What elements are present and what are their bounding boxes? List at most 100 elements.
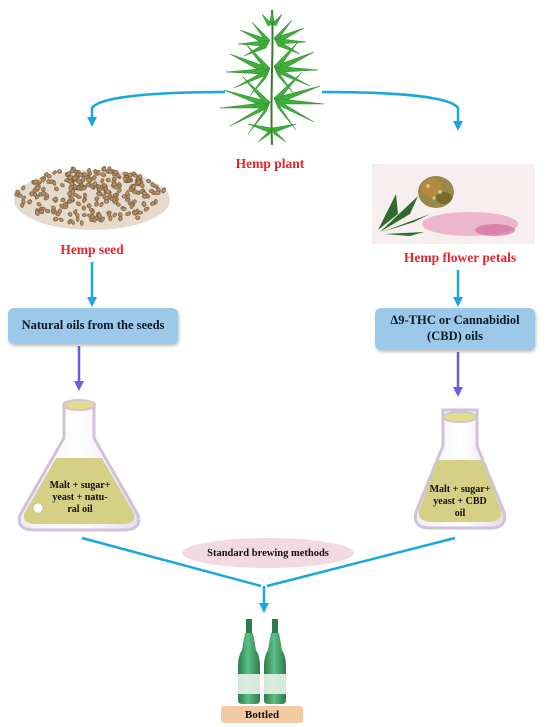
hemp-seed [146, 178, 152, 184]
flask-text-line: oil [454, 508, 466, 519]
hemp-seed [94, 196, 100, 202]
hemp-seed [137, 174, 143, 180]
hemp-seed [125, 211, 131, 217]
hemp-seed [154, 190, 161, 195]
hemp-seed [67, 211, 73, 217]
hemp-seed [92, 217, 97, 223]
hemp-seed [57, 169, 62, 174]
hemp-seed [44, 208, 51, 214]
hemp-seed [105, 177, 111, 183]
seed-oil-box: Natural oils from the seeds [8, 308, 178, 344]
hemp-seed [75, 194, 82, 199]
brewing-process-label: Standard brewing methods [182, 538, 354, 568]
hemp-seed [75, 201, 82, 207]
hemp-seed [81, 205, 87, 211]
hemp-seed [121, 206, 127, 211]
hemp-seed [29, 191, 34, 197]
hemp-flower-label: Hemp flower petals [403, 250, 517, 265]
arrow-flask-right-to-bottles [266, 536, 456, 588]
hemp-seed [141, 201, 147, 208]
hemp-seed [82, 172, 88, 177]
arrow-plant-to-seed [87, 90, 226, 127]
hemp-seed [77, 172, 83, 177]
hemp-seed [96, 192, 103, 197]
hemp-seed [72, 175, 78, 181]
hemp-seed [52, 180, 57, 186]
hemp-seed [55, 211, 61, 217]
hemp-seed [82, 213, 87, 217]
hemp-seed [108, 215, 113, 222]
hemp-seed [125, 190, 130, 197]
hemp-seed [86, 182, 91, 188]
flask-text-line: Malt + sugar+ [429, 484, 491, 495]
hemp-seed [118, 216, 123, 222]
bottle-icon [264, 619, 286, 704]
flask-icon [17, 399, 141, 532]
hemp-seed [115, 173, 121, 179]
hemp-seed [79, 220, 84, 226]
hemp-seed [91, 181, 98, 187]
hemp-seed [46, 174, 52, 179]
hemp-seed [100, 178, 105, 184]
hemp-seed [69, 168, 75, 174]
hemp-seed [46, 179, 51, 185]
hemp-seed [122, 176, 128, 181]
hemp-seed [115, 202, 121, 207]
hemp-seed [87, 167, 91, 174]
hemp-seed [44, 192, 50, 198]
hemp-seed [60, 197, 66, 203]
hemp-seed [139, 182, 145, 188]
hemp-seed [27, 199, 33, 205]
hemp-seed [52, 170, 57, 175]
hemp-seed [108, 169, 113, 174]
hemp-seed [99, 201, 104, 207]
arrow-flask-left-to-bottles [81, 536, 262, 588]
arrow-plant-to-flower [321, 90, 463, 131]
flask-text-line: yeast + natu- [52, 492, 108, 503]
bottled-label: Bottled [221, 706, 303, 723]
hemp-seed [32, 179, 39, 184]
hemp-seed [136, 179, 141, 186]
hemp-seed [96, 169, 101, 175]
hemp-seed [15, 189, 21, 194]
hemp-seed [161, 187, 167, 194]
bottle-icon [238, 619, 260, 704]
hemp-seed [113, 184, 119, 190]
hemp-seed [35, 210, 40, 216]
hemp-plant-label: Hemp plant [235, 156, 305, 171]
flask-text-line: Malt + sugar+ [49, 480, 111, 491]
hemp-seed [59, 183, 65, 188]
hemp-seed [69, 195, 75, 202]
hemp-seed [73, 183, 78, 190]
flask-icon [413, 408, 507, 530]
hemp-seed [32, 188, 37, 193]
hemp-seed [39, 209, 45, 215]
hemp-seed [69, 181, 75, 187]
hemp-seed-pile-icon [14, 166, 170, 230]
flask-text-line: ral oil [67, 504, 93, 515]
hemp-seed [86, 203, 92, 209]
right-flask-text: Malt + sugar+ yeast + CBD oil [420, 484, 500, 520]
hemp-seed [153, 199, 158, 205]
flask-text-line: yeast + CBD [433, 496, 487, 507]
hemp-seed [130, 183, 136, 190]
hemp-seed [70, 219, 75, 225]
hemp-seed [129, 203, 135, 209]
hemp-seed [143, 206, 150, 212]
hemp-seed [21, 185, 26, 191]
hemp-seed [52, 196, 58, 202]
hemp-seed [94, 201, 99, 207]
hemp-seed [116, 188, 122, 193]
hemp-seed [112, 212, 117, 218]
hemp-seed [21, 195, 27, 201]
hemp-plant-icon [219, 9, 325, 146]
hemp-seed [41, 177, 46, 183]
hemp-seed [92, 175, 97, 181]
hemp-seed [142, 190, 148, 196]
hemp-seed [73, 209, 78, 215]
hemp-seed [132, 199, 137, 204]
hemp-seed [82, 192, 88, 198]
hemp-seed [103, 199, 110, 204]
hemp-seed [53, 216, 59, 222]
hemp-seed [86, 177, 92, 183]
